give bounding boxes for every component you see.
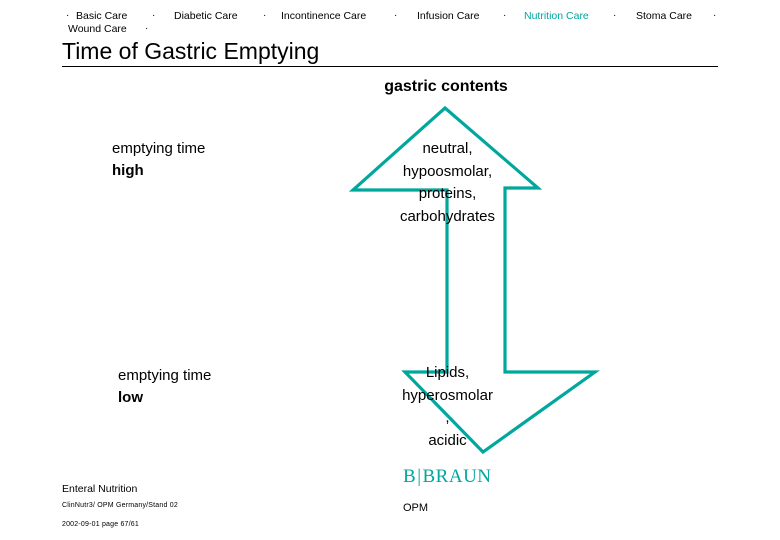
nav-item-incontinence-care[interactable]: Incontinence Care <box>281 10 367 22</box>
nav-separator-bullet: · <box>66 10 70 21</box>
label-emptying-time-low-line1: emptying time <box>118 367 212 384</box>
text-slow-line2: hyperosmolar <box>402 386 493 404</box>
label-emptying-time-low: emptying time low <box>118 365 278 409</box>
footer-section-title: Enteral Nutrition <box>62 483 138 495</box>
label-emptying-time-low-line2: low <box>118 388 143 406</box>
nav-item-nutrition-care[interactable]: Nutrition Care <box>524 10 589 22</box>
title-divider <box>62 66 718 67</box>
footer-opm: OPM <box>403 502 429 514</box>
label-emptying-time-high-line2: high <box>112 161 144 179</box>
bbraun-logo-divider: | <box>417 466 422 487</box>
nav-item-wound-care[interactable]: Wound Care <box>68 23 127 35</box>
nav-separator-bullet: · <box>145 23 149 34</box>
nav-separator-bullet: · <box>152 10 156 21</box>
bbraun-logo: B|BRAUN <box>403 466 492 488</box>
footer-source-line: ClinNutr3/ OPM Germany/Stand 02 <box>62 502 178 509</box>
bbraun-logo-b: B <box>403 466 417 487</box>
nav-separator-bullet: · <box>263 10 267 21</box>
nav-separator-bullet: · <box>713 10 717 21</box>
label-emptying-time-high-line1: emptying time <box>112 140 206 157</box>
footer-date-page: 2002-09-01 page 67/61 <box>62 521 139 528</box>
nav-item-infusion-care[interactable]: Infusion Care <box>417 10 480 22</box>
nav-separator-bullet: · <box>613 10 617 21</box>
diagram-heading: gastric contents <box>384 78 508 95</box>
nav-item-stoma-care[interactable]: Stoma Care <box>636 10 693 22</box>
text-fast-emptying-contents: neutral, hypoosmolar, proteins, carbohyd… <box>399 140 496 225</box>
nav-item-basic-care[interactable]: Basic Care <box>76 10 128 22</box>
arrow-outline <box>348 105 600 455</box>
nav-separator-bullet: · <box>394 10 398 21</box>
arrow-svg <box>348 105 600 455</box>
down-arrow-diagram <box>275 100 620 460</box>
text-slow-emptying-contents: Lipids, hyperosmolar , acidic <box>340 362 555 452</box>
nav-separator-bullet: · <box>503 10 507 21</box>
text-slow-line3: , <box>445 409 450 426</box>
bbraun-logo-braun: BRAUN <box>422 466 492 487</box>
text-slow-line4: acidic <box>428 431 467 449</box>
text-slow-line1: Lipids, <box>425 364 470 381</box>
top-navigation: · · · · · · · · Basic Care Diabetic Care… <box>62 4 774 35</box>
page-title: Time of Gastric Emptying <box>62 38 320 64</box>
nav-item-diabetic-care[interactable]: Diabetic Care <box>174 10 238 22</box>
label-emptying-time-high: emptying time high <box>112 138 272 182</box>
